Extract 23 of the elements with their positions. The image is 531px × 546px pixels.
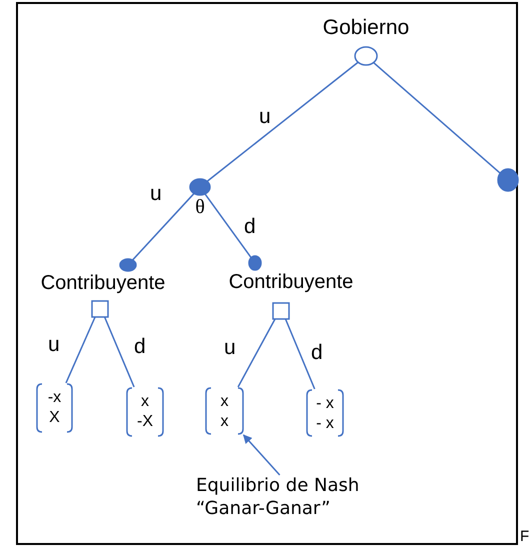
branch-line	[132, 192, 195, 261]
branch-line	[206, 62, 359, 182]
player-label: Gobierno	[322, 16, 410, 40]
payoff-value: x	[220, 414, 230, 430]
text-fragment: F	[520, 529, 530, 544]
payoff-value: X	[48, 410, 61, 426]
branch-line	[65, 316, 96, 384]
branch-line	[373, 62, 501, 174]
node-label: θ	[195, 196, 205, 218]
payoff-value: -x	[46, 390, 62, 406]
arrow	[242, 434, 280, 476]
player-label: Contribuyente	[40, 272, 166, 294]
branch-line	[204, 193, 252, 258]
payoff-value: - x	[315, 396, 335, 412]
branch-line	[104, 316, 135, 388]
payoff-value: x	[140, 394, 150, 410]
payoff-value: - x	[315, 416, 335, 432]
branch-line	[237, 318, 276, 388]
payoff-value: -X	[136, 414, 154, 430]
player-label: Contribuyente	[228, 271, 354, 293]
payoff-value: x	[220, 394, 230, 410]
annotation-text: Equilibrio de Nash “Ganar-Ganar”	[196, 475, 360, 520]
branch-line	[284, 318, 316, 390]
